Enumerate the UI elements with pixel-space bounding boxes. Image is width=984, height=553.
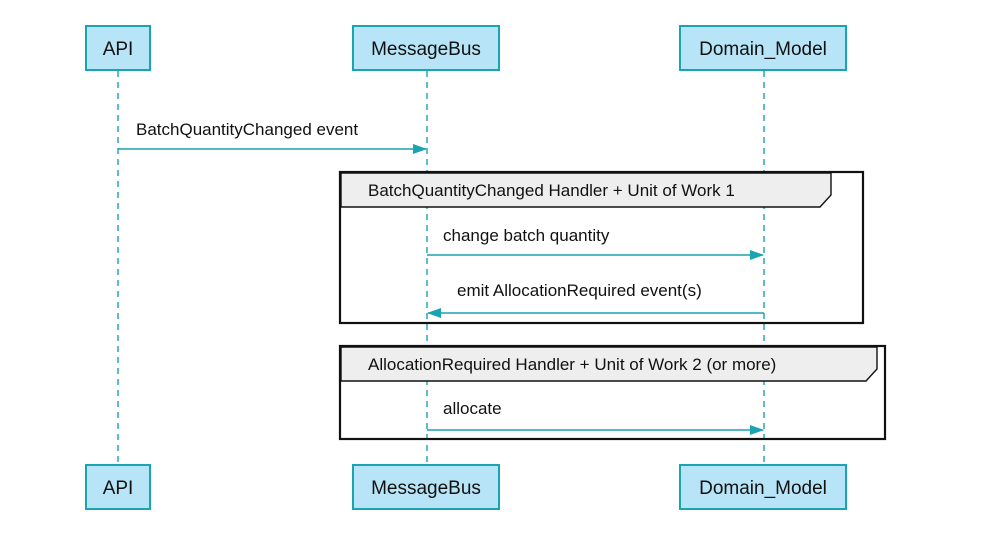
participant-messagebus-top: MessageBus bbox=[352, 25, 500, 71]
participant-domain-model-top: Domain_Model bbox=[679, 25, 847, 71]
group-tab-uow-1 bbox=[340, 172, 832, 208]
participant-messagebus-top-label: MessageBus bbox=[371, 39, 481, 60]
participant-api-bottom: API bbox=[85, 464, 151, 510]
group-frame-uow-1: BatchQuantityChanged Handler + Unit of W… bbox=[338, 170, 865, 325]
message-emit-allocation-required: emit AllocationRequired event(s) bbox=[427, 281, 764, 318]
group-title-uow-2: AllocationRequired Handler + Unit of Wor… bbox=[368, 355, 776, 374]
group-frame-uow-2: AllocationRequired Handler + Unit of Wor… bbox=[338, 344, 887, 441]
participant-api-top: API bbox=[85, 25, 151, 71]
participant-messagebus-bottom: MessageBus bbox=[352, 464, 500, 510]
participant-messagebus-bottom-label: MessageBus bbox=[371, 478, 481, 499]
participant-domain-model-bottom: Domain_Model bbox=[679, 464, 847, 510]
message-batch-quantity-changed: BatchQuantityChanged event bbox=[118, 120, 427, 154]
participant-api-bottom-label: API bbox=[103, 478, 134, 499]
message-batch-quantity-changed-label: BatchQuantityChanged event bbox=[136, 120, 358, 139]
message-change-batch-quantity: change batch quantity bbox=[427, 226, 764, 260]
message-allocate-label: allocate bbox=[443, 399, 502, 418]
participant-api-top-label: API bbox=[103, 39, 134, 60]
participant-domain-model-top-label: Domain_Model bbox=[699, 39, 827, 60]
participant-domain-model-bottom-label: Domain_Model bbox=[699, 478, 827, 499]
message-emit-allocation-required-label: emit AllocationRequired event(s) bbox=[457, 281, 702, 300]
group-tab-uow-2 bbox=[340, 346, 878, 382]
message-change-batch-quantity-label: change batch quantity bbox=[443, 226, 610, 245]
message-allocate: allocate bbox=[427, 399, 764, 435]
group-title-uow-1: BatchQuantityChanged Handler + Unit of W… bbox=[368, 181, 735, 200]
